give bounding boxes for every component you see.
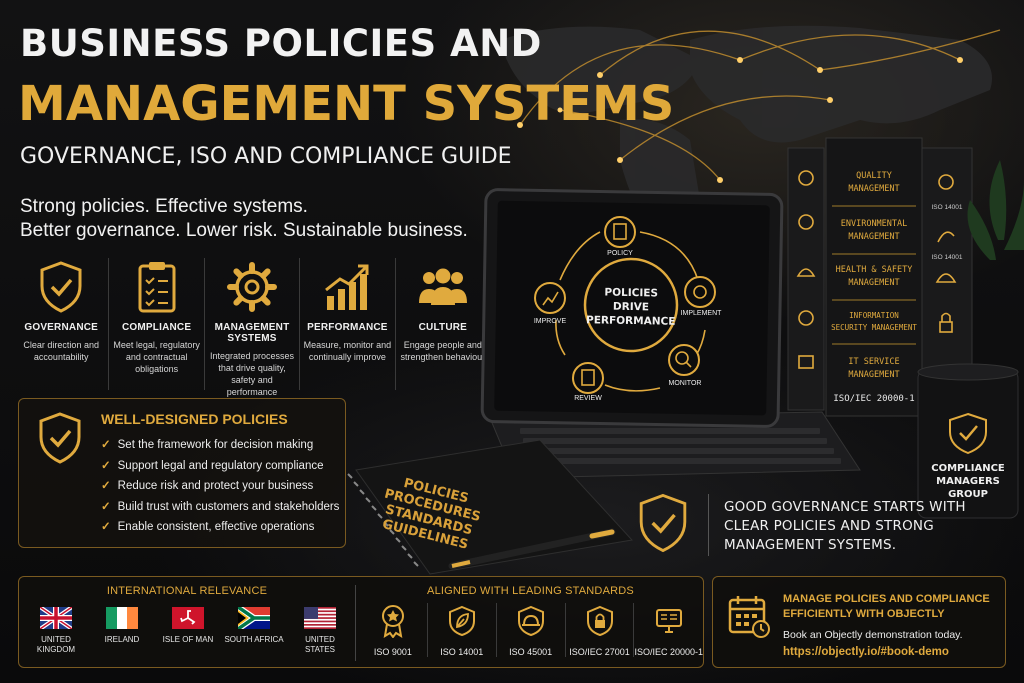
title-line-2: MANAGEMENT SYSTEMS — [18, 76, 675, 132]
subtitle: GOVERNANCE, ISO AND COMPLIANCE GUIDE — [20, 144, 512, 169]
check-icon: ✓ — [101, 500, 111, 513]
standards-title: ALIGNED WITH LEADING STANDARDS — [427, 585, 634, 597]
mug-text: COMPLIANCE MANAGERS GROUP — [931, 463, 1005, 500]
binder-standard: ISO/IEC 20000-1 — [833, 394, 915, 404]
uk-flag-icon — [40, 607, 72, 629]
well-designed-list: ✓Set the framework for decision making ✓… — [101, 435, 339, 538]
standard-iso-iec-27001: ISO/IEC 27001 — [564, 603, 634, 657]
tagline-line-2: Better governance. Lower risk. Sustainab… — [20, 220, 468, 241]
well-designed-title: WELL-DESIGNED POLICIES — [101, 411, 288, 427]
standard-iso-9001: ISO 9001 — [359, 603, 427, 657]
pen — [448, 528, 616, 570]
hard-hat-icon — [497, 603, 565, 639]
list-item: ✓Build trust with customers and stakehol… — [101, 500, 340, 513]
pillar-management-systems: MANAGEMENT SYSTEMS Integrated processes … — [203, 258, 299, 397]
flags-row: UNITED KINGDOM IRELAND ISLE OF MAN SOUTH… — [23, 607, 353, 655]
cycle-step-review: REVIEW — [574, 395, 602, 402]
pillar-governance: GOVERNANCE Clear direction and accountab… — [14, 258, 108, 390]
shield-check-icon — [16, 258, 106, 316]
pillar-title: PERFORMANCE — [307, 322, 388, 333]
international-title: INTERNATIONAL RELEVANCE — [106, 585, 268, 597]
tagline: Strong policies. Effective systems. Bett… — [20, 195, 468, 243]
flag-united-states: UNITED STATES — [287, 607, 353, 655]
cycle-step-implement: IMPLEMENT — [680, 310, 722, 317]
relevance-standards-box: INTERNATIONAL RELEVANCE UNITED KINGDOM I… — [18, 576, 704, 668]
pillar-culture: CULTURE Engage people and strengthen beh… — [394, 258, 490, 390]
flag-united-kingdom: UNITED KINGDOM — [23, 607, 89, 655]
shield-check-icon — [636, 492, 690, 559]
shield-check-icon — [37, 411, 83, 470]
pillar-desc: Integrated processes that drive quality,… — [209, 351, 295, 397]
clipboard-checklist-icon — [111, 258, 201, 316]
list-item: ✓Enable consistent, effective operations — [101, 521, 315, 533]
flag-isle-of-man: ISLE OF MAN — [155, 607, 221, 655]
tagline-line-1: Strong policies. Effective systems. — [20, 196, 308, 217]
binder-label-environmental: ENVIRONMENTAL MANAGEMENT — [840, 219, 908, 242]
cta-subtitle: Book an Objectly demonstration today. — [783, 629, 963, 641]
monitor-icon — [634, 603, 703, 639]
binder-side-label: ISO 14001 — [931, 204, 963, 211]
binder-label-quality: QUALITY MANAGEMENT — [848, 171, 900, 194]
pillar-desc: Clear direction and accountability — [23, 340, 99, 362]
check-icon: ✓ — [101, 521, 111, 533]
cycle-step-monitor: MONITOR — [668, 380, 702, 387]
leaf-shield-icon — [428, 603, 496, 639]
south-africa-flag-icon — [238, 607, 270, 629]
check-icon: ✓ — [101, 459, 111, 472]
standard-iso-14001: ISO 14001 — [426, 603, 496, 657]
pillar-performance: PERFORMANCE Measure, monitor and continu… — [299, 258, 394, 390]
governance-quote: GOOD GOVERNANCE STARTS WITH CLEAR POLICI… — [724, 499, 966, 553]
pillar-title: GOVERNANCE — [24, 322, 99, 333]
pillar-desc: Measure, monitor and continually improve — [303, 340, 392, 362]
divider — [355, 585, 356, 661]
standard-iso-iec-20000-1: ISO/IEC 20000-1 — [633, 603, 703, 657]
padlock-shield-icon — [566, 603, 634, 639]
pillar-title: MANAGEMENT SYSTEMS — [214, 322, 290, 344]
check-icon: ✓ — [101, 439, 111, 451]
list-item: ✓Set the framework for decision making — [101, 439, 314, 451]
people-group-icon — [398, 258, 488, 316]
pillar-desc: Engage people and strengthen behaviour — [400, 340, 486, 362]
gear-icon — [207, 258, 297, 316]
pillar-title: COMPLIANCE — [121, 322, 192, 333]
calendar-icon — [727, 593, 771, 644]
cycle-step-improve: IMPROVE — [533, 318, 567, 325]
pillars-row: GOVERNANCE Clear direction and accountab… — [14, 258, 490, 397]
binder-label-health-safety: HEALTH & SAFETY MANAGEMENT — [835, 265, 913, 288]
pillar-desc: Meet legal, regulatory and contractual o… — [113, 340, 200, 374]
list-item: ✓Support legal and regulatory compliance — [101, 459, 324, 472]
award-badge-icon — [359, 603, 427, 639]
binder-center — [825, 137, 923, 417]
ireland-flag-icon — [106, 607, 138, 629]
us-flag-icon — [304, 607, 336, 629]
binder-label-information-security: INFORMATION SECURITY MANAGEMENT — [831, 311, 917, 332]
flag-south-africa: SOUTH AFRICA — [221, 607, 287, 655]
cta-box: MANAGE POLICIES AND COMPLIANCE EFFICIENT… — [712, 576, 1006, 668]
check-icon: ✓ — [101, 480, 111, 492]
binder-right — [921, 147, 973, 407]
binder-label-it-service: IT SERVICE MANAGEMENT — [848, 357, 900, 380]
cycle-step-policy: POLICY — [607, 250, 633, 257]
list-item: ✓Reduce risk and protect your business — [101, 480, 314, 492]
cta-link[interactable]: https://objectly.io/#book-demo — [783, 646, 949, 658]
pillar-title: CULTURE — [418, 322, 468, 333]
flag-ireland: IRELAND — [89, 607, 155, 655]
title-line-1: BUSINESS POLICIES AND — [20, 22, 542, 65]
standards-row: ISO 9001 ISO 14001 ISO 45001 ISO/IEC 270… — [359, 603, 703, 657]
standard-iso-45001: ISO 45001 — [495, 603, 565, 657]
well-designed-policies-box: WELL-DESIGNED POLICIES ✓Set the framewor… — [18, 398, 346, 548]
divider — [708, 494, 709, 556]
binder-left — [787, 147, 825, 411]
pillar-compliance: COMPLIANCE Meet legal, regulatory and co… — [108, 258, 203, 390]
cta-title: MANAGE POLICIES AND COMPLIANCE EFFICIENT… — [783, 593, 990, 620]
isle-of-man-flag-icon — [172, 607, 204, 629]
binder-side-label: ISO 14001 — [931, 254, 963, 261]
bar-chart-arrow-icon — [302, 258, 392, 316]
